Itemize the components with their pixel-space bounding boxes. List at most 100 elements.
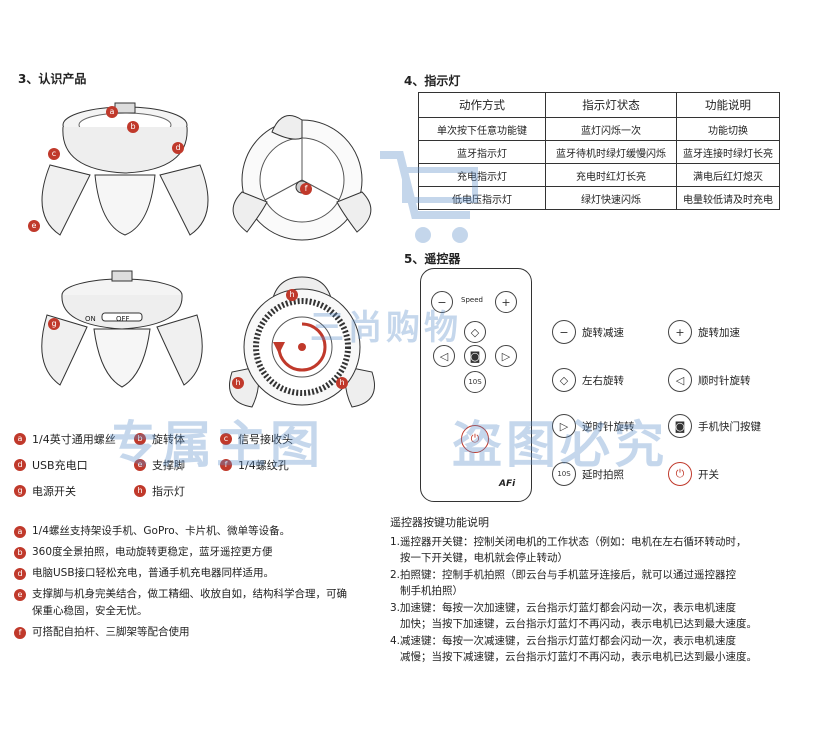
device-bottom-view-illustration — [232, 115, 372, 241]
remote-left-button[interactable]: ◁ — [433, 345, 455, 367]
section-4-title: 4、指示灯 — [404, 74, 461, 88]
camera-icon: ◙ — [469, 349, 481, 363]
instruction-line: 制手机拍照） — [390, 585, 464, 597]
key-legend-item: ◙手机快门按键 — [668, 414, 761, 438]
instruction-line: 3.加速键：每按一次加速键，云台指示灯蓝灯都会闪动一次，表示电机速度 — [390, 601, 737, 614]
table-header: 动作方式 — [418, 92, 546, 118]
power-icon: ⏻ — [668, 462, 692, 486]
table-cell: 蓝牙指示灯 — [418, 140, 546, 164]
minus-icon: − — [437, 295, 447, 309]
key-legend-item: ⏻开关 — [668, 462, 719, 486]
watermark-line-1: 专属主图 — [108, 416, 324, 474]
left-arrow-icon: ◁ — [439, 349, 449, 363]
power-icon: ⏻ — [470, 432, 480, 445]
remote-minus-button[interactable]: − — [431, 291, 453, 313]
table-cell: 低电压指示灯 — [418, 186, 546, 210]
table-header: 功能说明 — [676, 92, 780, 118]
remote-instructions: 遥控器按键功能说明 1.遥控器开关键：控制关闭电机的工作状态（例如：电机在左右循… — [390, 515, 810, 666]
device-side-view-illustration — [41, 102, 209, 236]
marker-g: g — [48, 318, 60, 330]
speed-label: Speed — [461, 296, 483, 304]
marker-e: e — [28, 220, 40, 232]
key-legend-item: ◇左右旋转 — [552, 368, 624, 392]
instruction-line: 加快；当按下加速键，云台指示灯蓝灯不再闪动，表示电机已达到最大速度。 — [390, 618, 758, 630]
table-cell: 充电时红灯长亮 — [545, 163, 677, 187]
marker-a: a — [106, 106, 118, 118]
device-top-view-illustration — [229, 276, 375, 408]
watermark-line-2: 盗图必究 — [452, 416, 668, 474]
remote-right-button[interactable]: ▷ — [495, 345, 517, 367]
remote-timer-button[interactable]: 10S — [464, 371, 486, 393]
table-row: 低电压指示灯 绿灯快速闪烁 电量较低请及时充电 — [418, 186, 780, 210]
left-right-icon: ◇ — [470, 325, 480, 339]
plus-icon: + — [668, 320, 692, 344]
marker-d: d — [172, 142, 184, 154]
instruction-line: 1.遥控器开关键：控制关闭电机的工作状态（例如：电机在左右循环转动时， — [390, 535, 747, 548]
clockwise-icon: ▷ — [552, 414, 576, 438]
instruction-line: 减慢；当按下减速键，云台指示灯蓝灯不再闪动，表示电机已达到最小速度。 — [390, 651, 758, 663]
table-cell: 蓝牙连接时绿灯长亮 — [676, 140, 780, 164]
table-header-row: 动作方式 指示灯状态 功能说明 — [418, 92, 780, 118]
counterclockwise-icon: ◁ — [668, 368, 692, 392]
table-cell: 蓝牙待机时绿灯缓慢闪烁 — [545, 140, 677, 164]
marker-b: b — [127, 121, 139, 133]
table-row: 单次按下任意功能键 蓝灯闪烁一次 功能切换 — [418, 117, 780, 141]
instruction-line: 2.拍照键：控制手机拍照（即云台与手机蓝牙连接后，就可以通过遥控器控 — [390, 568, 737, 581]
minus-icon: − — [552, 320, 576, 344]
brand-logo: AFi — [499, 479, 516, 489]
table-cell: 绿灯快速闪烁 — [545, 186, 677, 210]
marker-h-left: h — [232, 377, 244, 389]
cart-watermark-icon — [380, 151, 478, 243]
table-cell: 单次按下任意功能键 — [418, 117, 546, 141]
remote-shutter-button[interactable]: ◙ — [464, 345, 486, 367]
indicator-table: 动作方式 指示灯状态 功能说明 单次按下任意功能键 蓝灯闪烁一次 功能切换 蓝牙… — [418, 92, 780, 210]
switch-off-label: OFF — [116, 315, 130, 323]
table-header: 指示灯状态 — [545, 92, 677, 118]
key-legend-item: −旋转减速 — [552, 320, 624, 344]
marker-f: f — [300, 183, 312, 195]
key-legend-item: +旋转加速 — [668, 320, 740, 344]
key-legend-item: ◁顺时针旋转 — [668, 368, 751, 392]
table-cell: 蓝灯闪烁一次 — [545, 117, 677, 141]
plus-icon: + — [501, 295, 511, 309]
remote-plus-button[interactable]: + — [495, 291, 517, 313]
section-5-title: 5、遥控器 — [404, 252, 461, 266]
marker-h-right: h — [336, 377, 348, 389]
instructions-title: 遥控器按键功能说明 — [390, 516, 489, 529]
table-cell: 满电后红灯熄灭 — [676, 163, 780, 187]
remote-control: − Speed + ◁ ◙ ▷ ◇ 10S ⏻ AFi — [420, 268, 532, 502]
brand-watermark: 三尚购物 — [310, 308, 462, 348]
marker-c: c — [48, 148, 60, 160]
device-front-view-illustration — [41, 270, 203, 388]
table-row: 蓝牙指示灯 蓝牙待机时绿灯缓慢闪烁 蓝牙连接时绿灯长亮 — [418, 140, 780, 164]
feature-item-continuation: 保重心稳固，安全无忧。 — [32, 605, 148, 617]
remote-leftright-button[interactable]: ◇ — [464, 321, 486, 343]
right-arrow-icon: ▷ — [501, 349, 511, 363]
remote-power-button[interactable]: ⏻ — [461, 425, 489, 453]
instruction-line: 按一下开关键，电机就会停止转动） — [390, 552, 569, 564]
table-cell: 功能切换 — [676, 117, 780, 141]
table-cell: 充电指示灯 — [418, 163, 546, 187]
key-legend-item: ▷逆时针旋转 — [552, 414, 635, 438]
section-3-title: 3、认识产品 — [18, 72, 87, 86]
table-cell: 电量较低请及时充电 — [676, 186, 780, 210]
instruction-line: 4.减速键：每按一次减速键，云台指示灯蓝灯都会闪动一次，表示电机速度 — [390, 634, 737, 647]
camera-icon: ◙ — [668, 414, 692, 438]
timer-icon: 10S — [552, 462, 576, 486]
